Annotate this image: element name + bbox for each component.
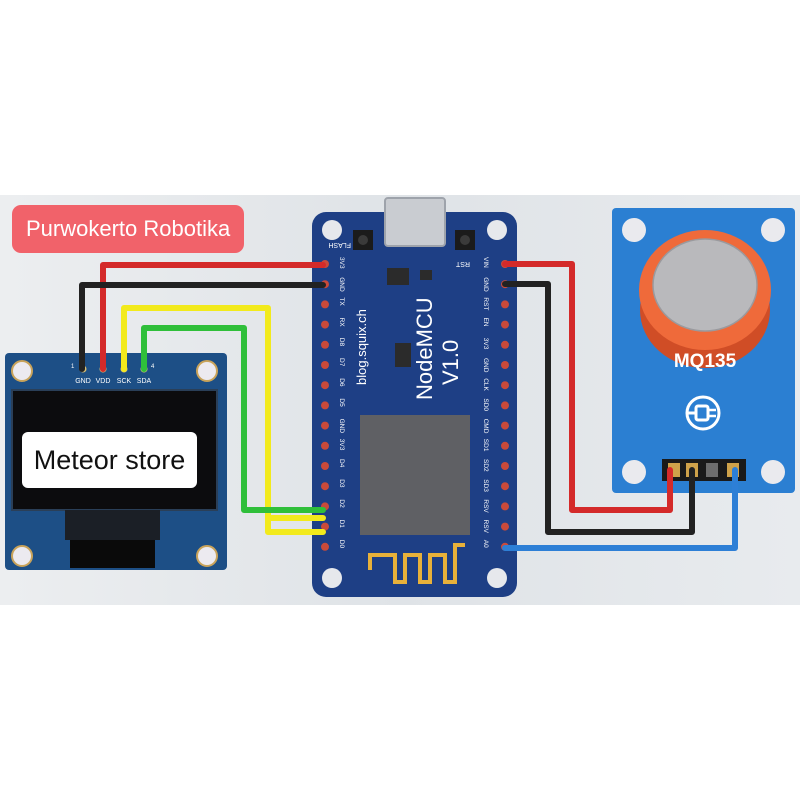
right-pin-label: SD1	[482, 439, 489, 452]
left-pin-label: 3V3	[338, 439, 345, 451]
oled-pin-sda: SDA	[137, 378, 152, 385]
left-pin-4	[321, 340, 329, 349]
usb-port	[384, 197, 446, 247]
left-pin-label: D2	[338, 499, 345, 508]
left-pin-label: D6	[338, 378, 345, 387]
flash-label: FLASH	[328, 241, 351, 248]
store-label: Meteor store	[22, 432, 197, 488]
sensor-mesh	[653, 239, 757, 331]
left-pin-label: D4	[338, 459, 345, 468]
left-pin-label: D3	[338, 479, 345, 488]
left-pin-label: TX	[338, 297, 345, 306]
wire-sda-green	[141, 325, 326, 513]
right-pin-5	[501, 361, 509, 369]
right-pin-13	[501, 522, 509, 531]
wires	[79, 261, 738, 551]
oled-pin-number-4: 4	[151, 364, 155, 370]
left-pin-11	[321, 482, 329, 491]
left-pin-label: 3V3	[338, 257, 345, 269]
left-pin-3	[321, 320, 329, 329]
wire-vin-red	[502, 261, 673, 513]
esp-shield	[360, 415, 470, 535]
left-pin-label: GND	[338, 277, 345, 292]
sensor-header	[662, 459, 746, 481]
right-pin-3	[501, 320, 509, 329]
left-pin-7	[321, 401, 329, 410]
right-pin-label: A0	[482, 540, 489, 548]
right-pin-8	[501, 421, 509, 430]
left-pin-14	[321, 542, 329, 551]
left-pin-label: D7	[338, 358, 345, 367]
right-pin-label: VIN	[482, 257, 489, 268]
oled-connector	[70, 540, 155, 568]
right-pin-label: RSV	[482, 499, 489, 513]
right-pin-label: SD3	[482, 479, 489, 492]
right-pin-label: GND	[482, 277, 489, 292]
wire-gnd-black	[79, 282, 326, 372]
board-version: V1.0	[438, 340, 463, 385]
right-pin-2	[501, 300, 509, 309]
right-pin-label: CLK	[482, 378, 489, 391]
oled-pin-number-1: 1	[71, 364, 75, 370]
right-pin-label: RST	[482, 297, 489, 310]
right-pin-7	[501, 401, 509, 410]
site-label: blog.squix.ch	[354, 309, 369, 385]
left-pin-label: GND	[338, 419, 345, 434]
plug-icon	[685, 395, 721, 431]
oled-ribbon	[65, 510, 160, 540]
right-pin-label: 3V3	[482, 338, 489, 350]
right-pin-6	[501, 381, 509, 390]
antenna-trace	[368, 543, 465, 584]
wire-a0-blue	[502, 467, 738, 551]
mq135-module: MQ135	[612, 208, 795, 493]
nodemcu-board: FLASH RST blog.squix.ch NodeMCU V1.0	[312, 197, 517, 597]
left-pin-9	[321, 441, 329, 450]
right-pin-11	[501, 482, 509, 491]
left-pin-5	[321, 361, 329, 369]
left-pin-label: D5	[338, 398, 345, 407]
right-pin-label: GND	[482, 358, 489, 373]
rst-label: RST	[455, 260, 470, 267]
flash-button-icon	[358, 235, 368, 245]
left-pin-6	[321, 381, 329, 390]
right-pin-label: RSV	[482, 520, 489, 534]
board-title: NodeMCU	[412, 297, 437, 400]
left-pin-2	[321, 300, 329, 309]
right-pin-4	[501, 340, 509, 349]
wire-sck-yellow	[121, 305, 326, 535]
left-pin-label: D0	[338, 540, 345, 549]
right-pin-label: EN	[482, 318, 489, 327]
right-pin-10	[501, 462, 509, 470]
left-pin-label: RX	[338, 318, 345, 328]
left-pin-label: D1	[338, 520, 345, 529]
right-pin-label: SD2	[482, 459, 489, 472]
oled-pin-gnd: GND	[75, 378, 91, 385]
wire-gnd2-black	[502, 281, 695, 535]
left-pin-label: D8	[338, 338, 345, 347]
right-pin-label: CMD	[482, 419, 489, 434]
oled-pin-vdd: VDD	[96, 378, 111, 385]
right-pin-12	[501, 502, 509, 511]
left-pin-13	[321, 522, 329, 531]
rst-button-icon	[460, 235, 470, 245]
sensor-name: MQ135	[674, 351, 737, 372]
left-pin-10	[321, 462, 329, 470]
right-pin-9	[501, 441, 509, 450]
brand-label: Purwokerto Robotika	[12, 205, 245, 253]
right-pin-label: SD0	[482, 398, 489, 411]
oled-pin-sck: SCK	[117, 378, 132, 385]
left-pin-8	[321, 421, 329, 430]
wire-vdd-red	[100, 262, 326, 372]
